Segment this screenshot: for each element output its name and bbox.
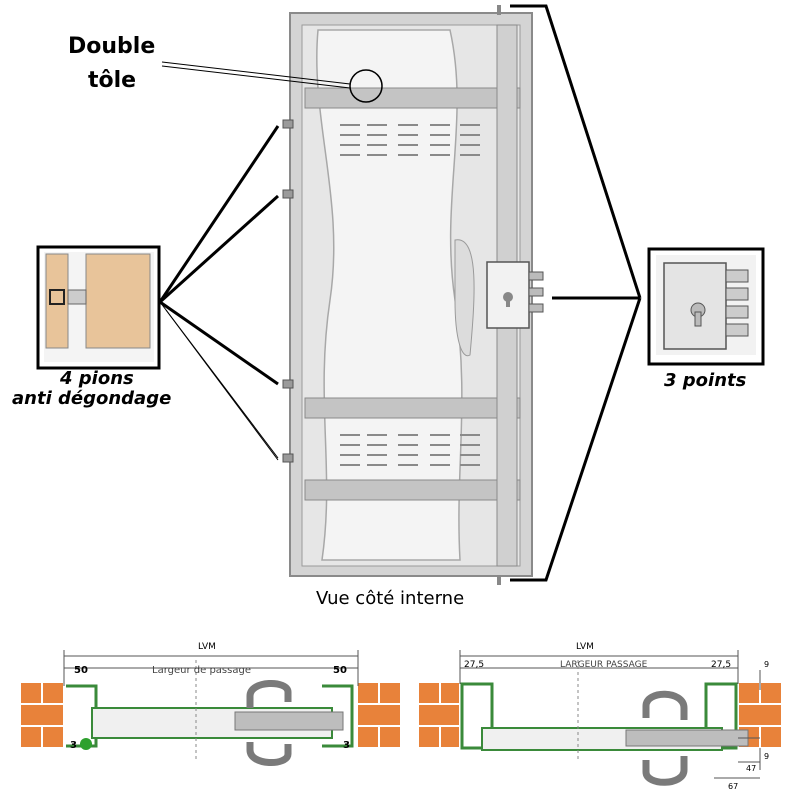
view-caption: Vue côté interne [316, 588, 465, 609]
section-left [19, 650, 402, 767]
right-dim-47: 47 [746, 764, 757, 773]
double-tole-label-line2: tôle [88, 68, 137, 93]
points-label: 3 points [664, 370, 747, 391]
lock-callout-lines [510, 4, 642, 582]
door-wave-panel [316, 29, 463, 561]
left-gap-left-dim: 3 [70, 740, 77, 751]
left-passage-dim: Largeur de passage [152, 665, 251, 676]
right-dim-9-bottom: 9 [764, 752, 770, 761]
pions-label-line2: anti dégondage [12, 388, 172, 409]
brick-wall-left-b [356, 681, 402, 749]
right-dim-67: 67 [728, 782, 739, 791]
vent-slots-lower [340, 434, 480, 466]
left-gap-right-dim: 3 [343, 740, 350, 751]
right-dim-9-top: 9 [764, 660, 770, 669]
handle-recess [454, 239, 475, 357]
bottom-latch [497, 575, 501, 585]
vent-slots-upper [340, 124, 480, 156]
top-latch [497, 5, 501, 15]
double-tole-callout-circle [349, 69, 383, 103]
right-passage-dim: LARGEUR PASSAGE [560, 660, 648, 670]
hinge-callout-lines [158, 125, 280, 461]
lock-inset [647, 247, 765, 366]
right-margin-left-dim: 27,5 [464, 660, 485, 670]
right-overall-dim: LVM [576, 642, 594, 652]
right-margin-right-dim: 27,5 [711, 660, 732, 670]
left-margin-left-dim: 50 [74, 665, 88, 676]
door-rails [304, 87, 521, 501]
pions-label-line1: 4 pions [60, 368, 134, 389]
double-tole-label-line1: Double [68, 34, 156, 59]
lock-box [486, 261, 544, 329]
left-overall-dim: LVM [198, 642, 216, 652]
double-tole-callout-line [161, 61, 351, 85]
left-margin-right-dim: 50 [333, 665, 347, 676]
section-right [417, 650, 783, 786]
hinge-pins [282, 119, 294, 463]
hinge-inset [36, 245, 161, 370]
brick-wall-left-a [19, 681, 65, 749]
brick-wall-right-a [417, 681, 461, 749]
